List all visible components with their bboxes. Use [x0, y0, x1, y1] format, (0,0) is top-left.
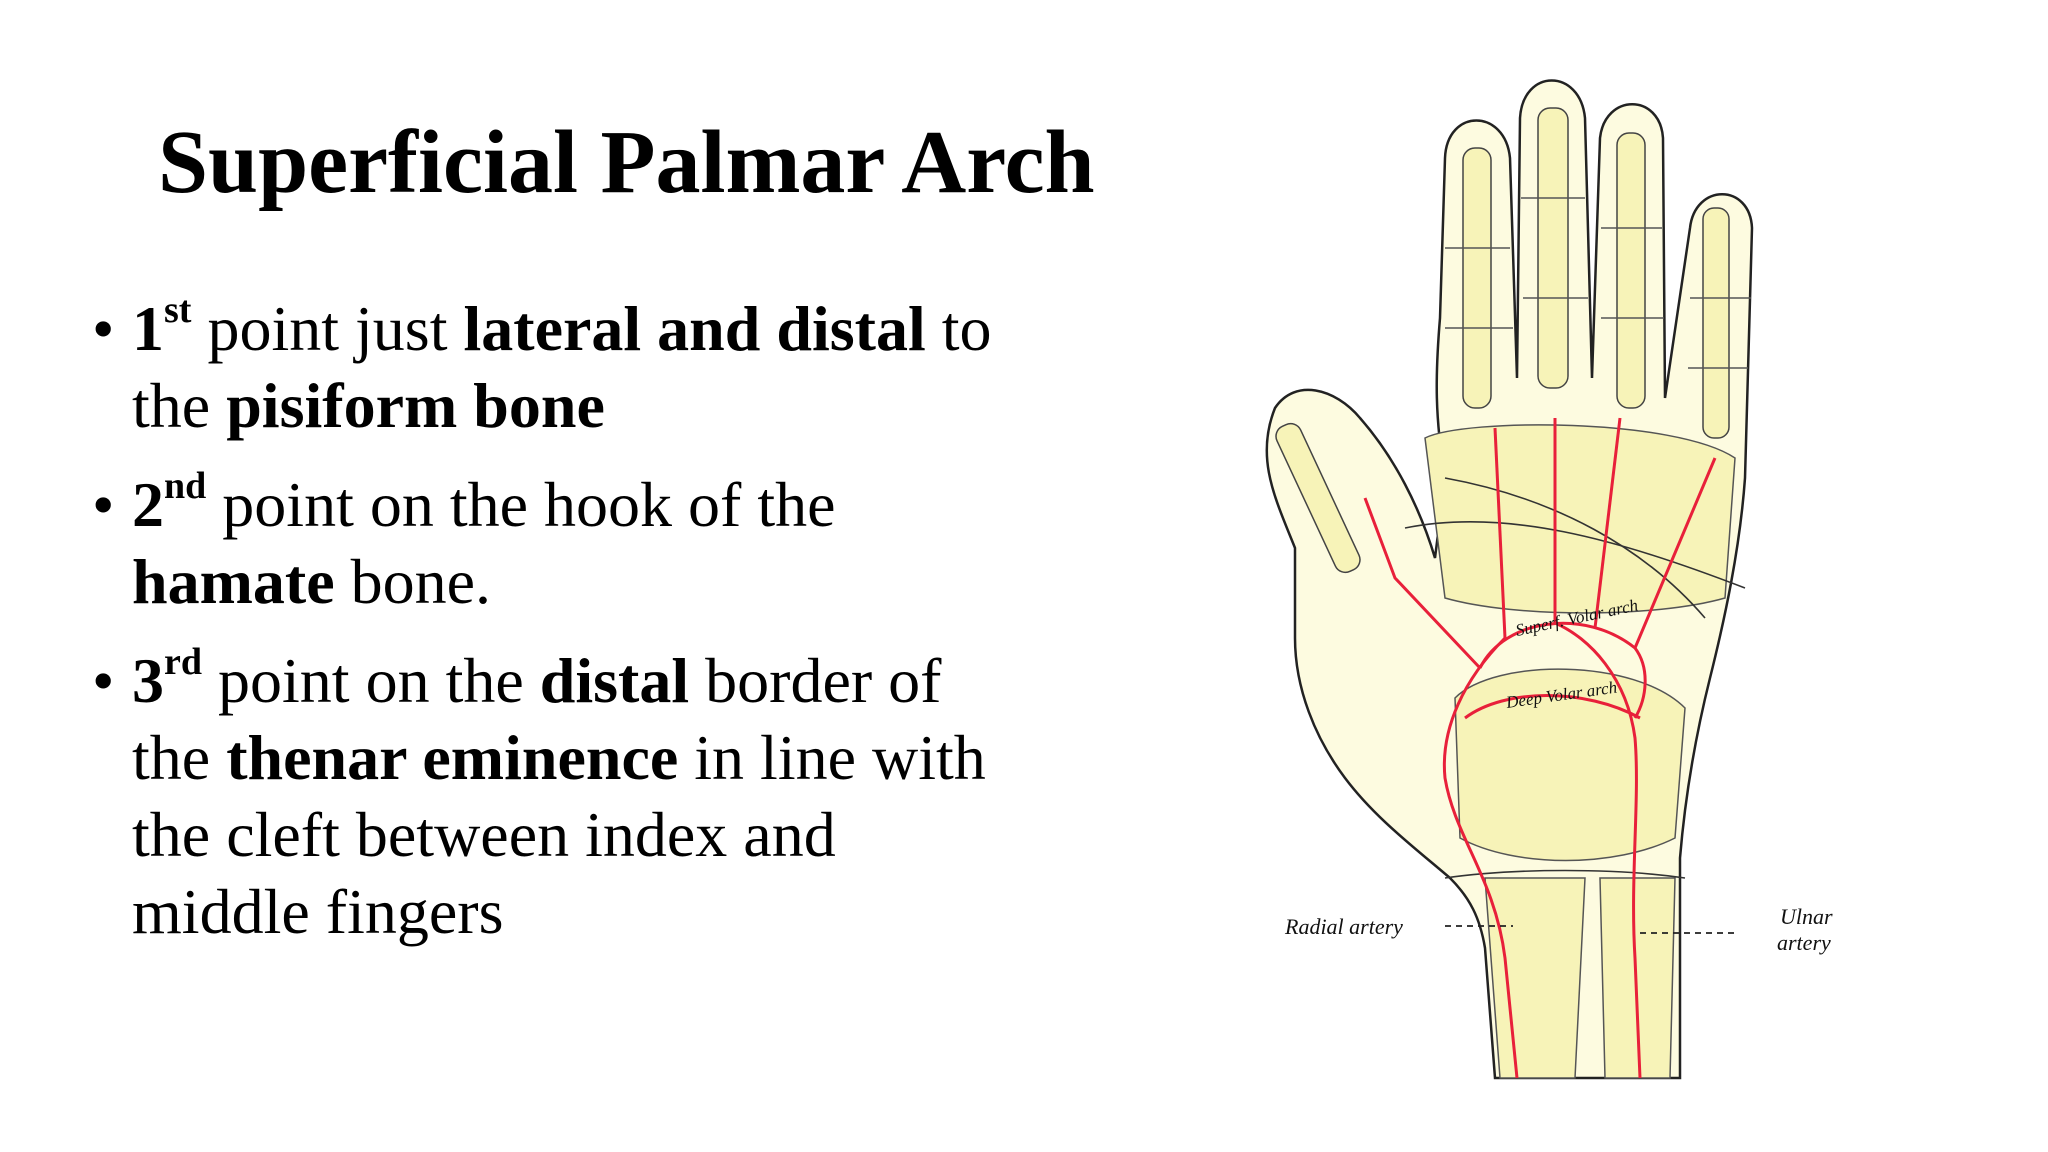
bullet-bold-text: distal	[539, 645, 690, 716]
bullet-bold-text: hamate	[132, 546, 335, 617]
little-finger-bone	[1702, 207, 1730, 439]
bullet-bold-text: lateral and distal	[463, 293, 926, 364]
index-finger-bone	[1462, 147, 1492, 409]
ring-finger-bone	[1616, 132, 1646, 409]
bullet-text: in line with the cleft between index and…	[132, 722, 986, 947]
bullet-bold-text: pisiform bone	[226, 370, 605, 441]
deep-palmar-arch	[1464, 694, 1641, 720]
slide-title: Superficial Palmar Arch	[158, 113, 1095, 212]
ordinal-number: 2	[132, 469, 164, 540]
ulnar-artery-label-line2: artery	[1777, 930, 1831, 955]
ulnar-artery-label-line1: Ulnar	[1780, 904, 1833, 929]
bullet-item-3: 3rd point on the distal border of the th…	[92, 642, 992, 950]
thumb-bone	[1275, 422, 1361, 574]
middle-finger-bone	[1537, 107, 1569, 389]
superficial-palmar-arch	[1478, 621, 1647, 719]
ordinal-number: 3	[132, 645, 164, 716]
joint-lines	[1445, 197, 1751, 369]
finger-bones	[1275, 107, 1730, 574]
leader-lines	[1445, 925, 1738, 934]
bullet-bold-text: thenar eminence	[226, 722, 679, 793]
radial-artery-label: Radial artery	[1284, 914, 1403, 939]
arteries	[1363, 417, 1717, 1079]
bullet-item-1: 1st point just lateral and distal to the…	[92, 290, 992, 444]
bullet-text: to the	[132, 293, 992, 441]
bullet-list: 1st point just lateral and distal to the…	[92, 290, 992, 972]
ordinal-suffix: nd	[164, 465, 207, 507]
bullet-item-2: 2nd point on the hook of the hamate bone…	[92, 466, 992, 620]
bullet-text: point on the hook of the	[206, 469, 836, 540]
palm-creases	[1404, 477, 1746, 879]
hand-anatomy-illustration: Superf. Volar arch Deep Volar arch Radia…	[1265, 79, 1833, 1080]
bullet-text: point on the	[202, 645, 540, 716]
ulnar-artery	[1554, 621, 1642, 1079]
ordinal-suffix: st	[164, 289, 192, 331]
bullet-text: point just	[191, 293, 464, 364]
radial-artery	[1442, 636, 1519, 1079]
ordinal-number: 1	[132, 293, 164, 364]
bullet-text: bone.	[334, 546, 492, 617]
bullet-text: border of the	[132, 645, 942, 793]
ordinal-suffix: rd	[164, 641, 202, 683]
